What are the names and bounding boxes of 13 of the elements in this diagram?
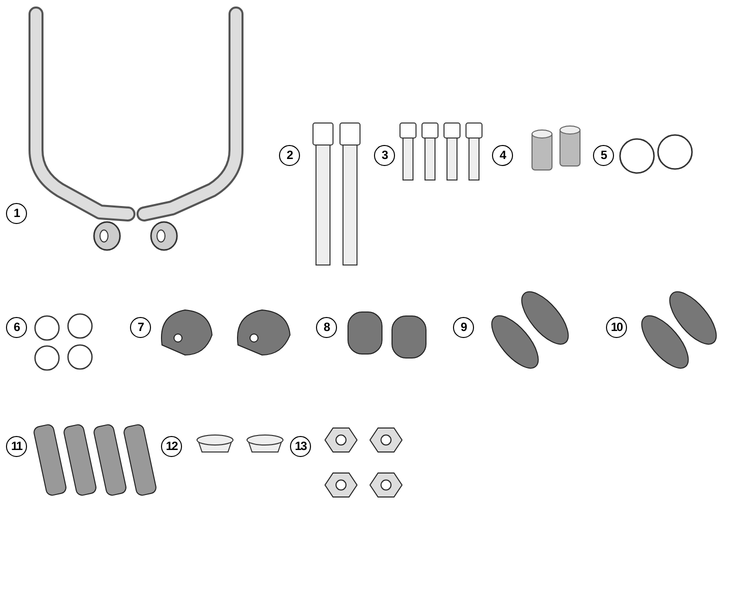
callout-number: 1 — [6, 203, 27, 224]
callout-number: 4 — [492, 145, 513, 166]
callout-number: 6 — [6, 317, 27, 338]
callout-number: 12 — [161, 436, 182, 457]
callout-number: 5 — [593, 145, 614, 166]
callout-number: 9 — [453, 317, 474, 338]
callout-number: 11 — [6, 436, 27, 457]
callout-number: 10 — [606, 317, 627, 338]
callout-number: 8 — [316, 317, 337, 338]
callout-number: 13 — [290, 436, 311, 457]
callout-number: 3 — [374, 145, 395, 166]
callout-number: 2 — [279, 145, 300, 166]
callout-number: 7 — [130, 317, 151, 338]
